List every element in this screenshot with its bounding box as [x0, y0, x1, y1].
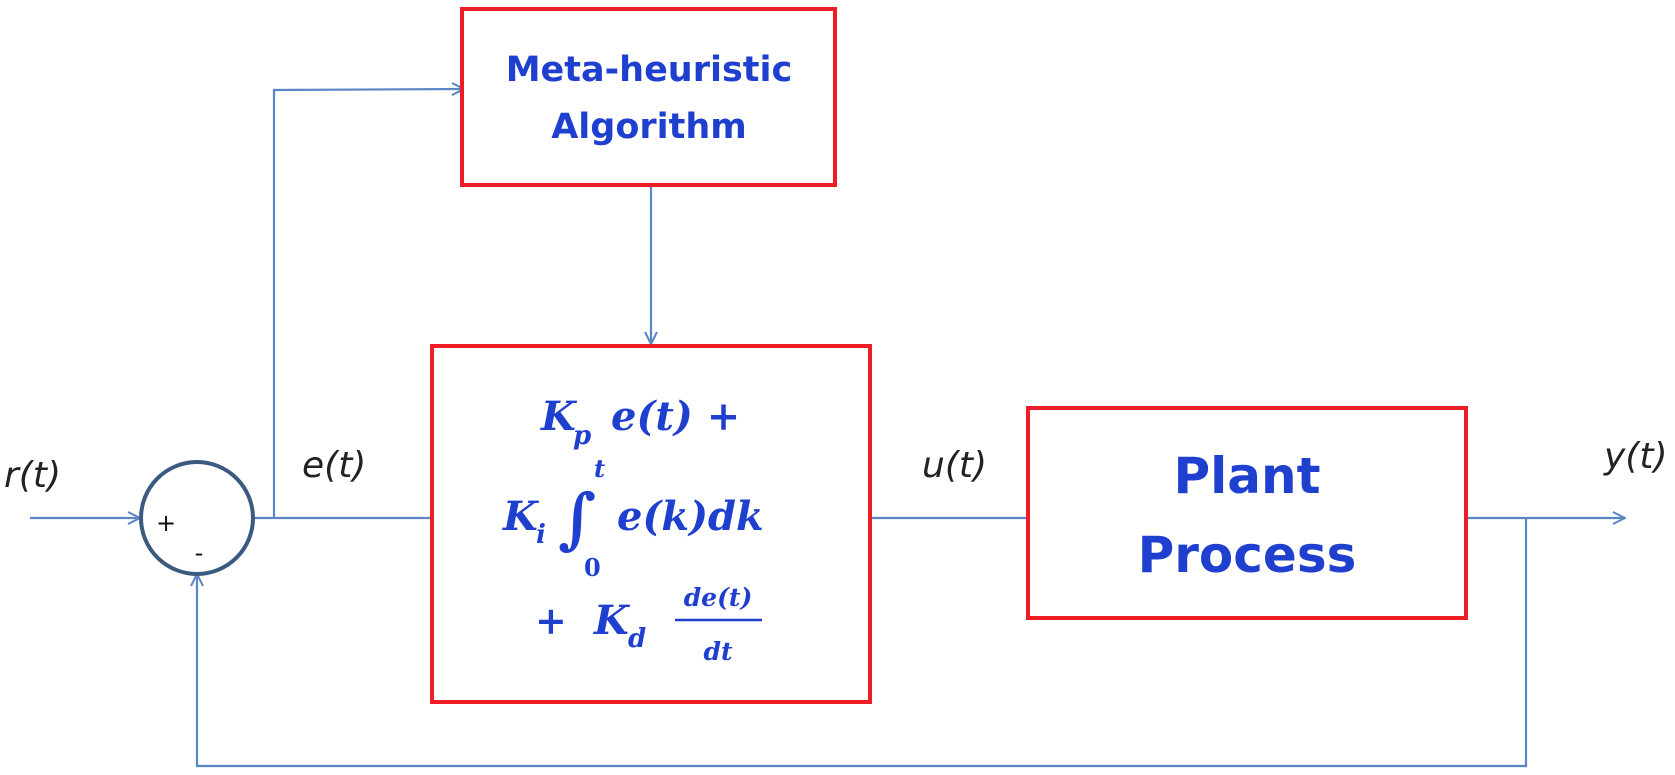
summing-junction-circle	[139, 460, 255, 576]
proportional-gain-subscript: p	[573, 421, 591, 451]
control-signal-label: u(t)	[922, 445, 987, 486]
derivative-numerator: de(t)	[684, 583, 753, 612]
pid-controller-box	[430, 344, 872, 704]
wires	[30, 89, 1625, 768]
proportional-gain: K	[540, 393, 578, 440]
integral-gain-subscript: i	[536, 520, 546, 550]
error-signal-label: e(t)	[302, 445, 366, 486]
feedback-wire	[197, 518, 1528, 768]
summing-junction-plus: +	[156, 509, 176, 537]
metaheuristic-title-line1: Meta-heuristic	[506, 50, 793, 90]
summing-junction: + -	[139, 460, 255, 576]
reference-signal-label: r(t)	[4, 455, 61, 496]
derivative-denominator: dt	[703, 637, 732, 666]
error-to-algorithm-wire	[272, 89, 464, 518]
metaheuristic-algorithm-block: Meta-heuristic Algorithm	[460, 7, 837, 187]
derivative-gain: K	[593, 597, 631, 644]
metaheuristic-title-line2: Algorithm	[551, 107, 747, 147]
derivative-plus: +	[535, 598, 567, 643]
pid-controller-block: K p e(t) + K i ∫ t 0 e(k)dk + K d de(t) …	[430, 344, 872, 704]
plant-process-block: Plant Process	[1026, 406, 1468, 620]
proportional-expression: e(t) +	[611, 393, 740, 440]
integral-upper-limit: t	[594, 454, 605, 483]
plant-title-line1: Plant	[1173, 447, 1320, 505]
integral-term: K i ∫ t 0 e(k)dk	[502, 454, 764, 582]
derivative-term: + K d de(t) dt	[535, 583, 762, 666]
output-signal-label: y(t)	[1603, 436, 1668, 477]
integral-sign: ∫	[558, 479, 596, 557]
integral-gain: K	[502, 493, 540, 540]
integral-lower-limit: 0	[584, 553, 601, 582]
summing-junction-minus: -	[195, 539, 204, 567]
derivative-gain-subscript: d	[628, 624, 646, 654]
integral-expression: e(k)dk	[617, 493, 764, 540]
plant-title-line2: Process	[1138, 526, 1357, 584]
plant-process-box	[1026, 406, 1468, 620]
metaheuristic-algorithm-box	[460, 7, 837, 187]
proportional-term: K p e(t) +	[540, 393, 740, 451]
